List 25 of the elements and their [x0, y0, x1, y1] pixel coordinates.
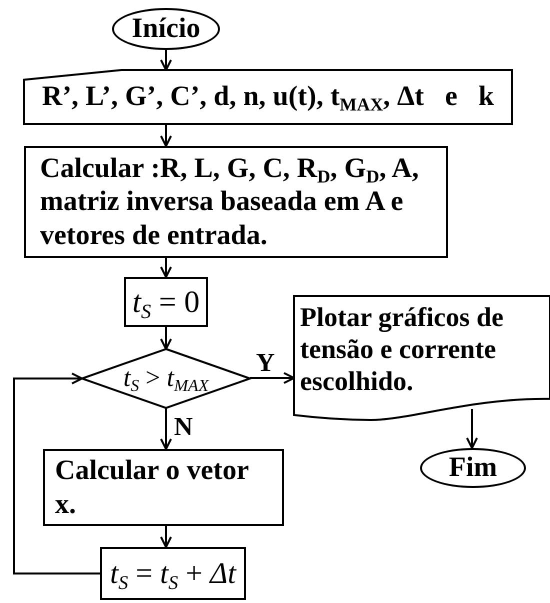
- arrow: [160, 408, 172, 450]
- process-box: [24, 146, 448, 258]
- step-text: Fim: [448, 451, 498, 485]
- formula-text: t$_{S}$ > t$_{MAX}$: [123, 363, 209, 394]
- arrow: [13, 372, 100, 574]
- decision-diamond: [82, 349, 250, 408]
- arrow: [160, 124, 172, 147]
- step-text: Calcular :R, L, G, C, R$_{D}$, G$_{D}$, A, matriz inversa baseada em A e vetores de entrada.: [40, 152, 420, 252]
- step-text: Calcular o vetor x.: [55, 454, 250, 521]
- step-text: R’, L’, G’, C’, d, n, u(t), t$_{MAX}$, Δt e k: [42, 80, 494, 114]
- arrow: [250, 372, 295, 384]
- process-box: [43, 449, 284, 526]
- input-box: [24, 70, 512, 124]
- step-text: Início: [132, 12, 200, 46]
- step-text: Plotar gráficos de tensão e corrente escolhido.: [300, 302, 504, 398]
- formula-text: t$_{S}$ = 0: [132, 284, 200, 320]
- arrow: [160, 327, 172, 350]
- arrow: [160, 526, 172, 548]
- formula-text: t$_{S}$ = t$_{S}$ + Δt: [110, 556, 236, 592]
- arrow: [160, 50, 172, 71]
- arrow: [160, 258, 172, 278]
- process-box: [100, 547, 246, 600]
- document-shape: [294, 296, 550, 420]
- process-box: [124, 277, 208, 327]
- arrow: [466, 409, 478, 449]
